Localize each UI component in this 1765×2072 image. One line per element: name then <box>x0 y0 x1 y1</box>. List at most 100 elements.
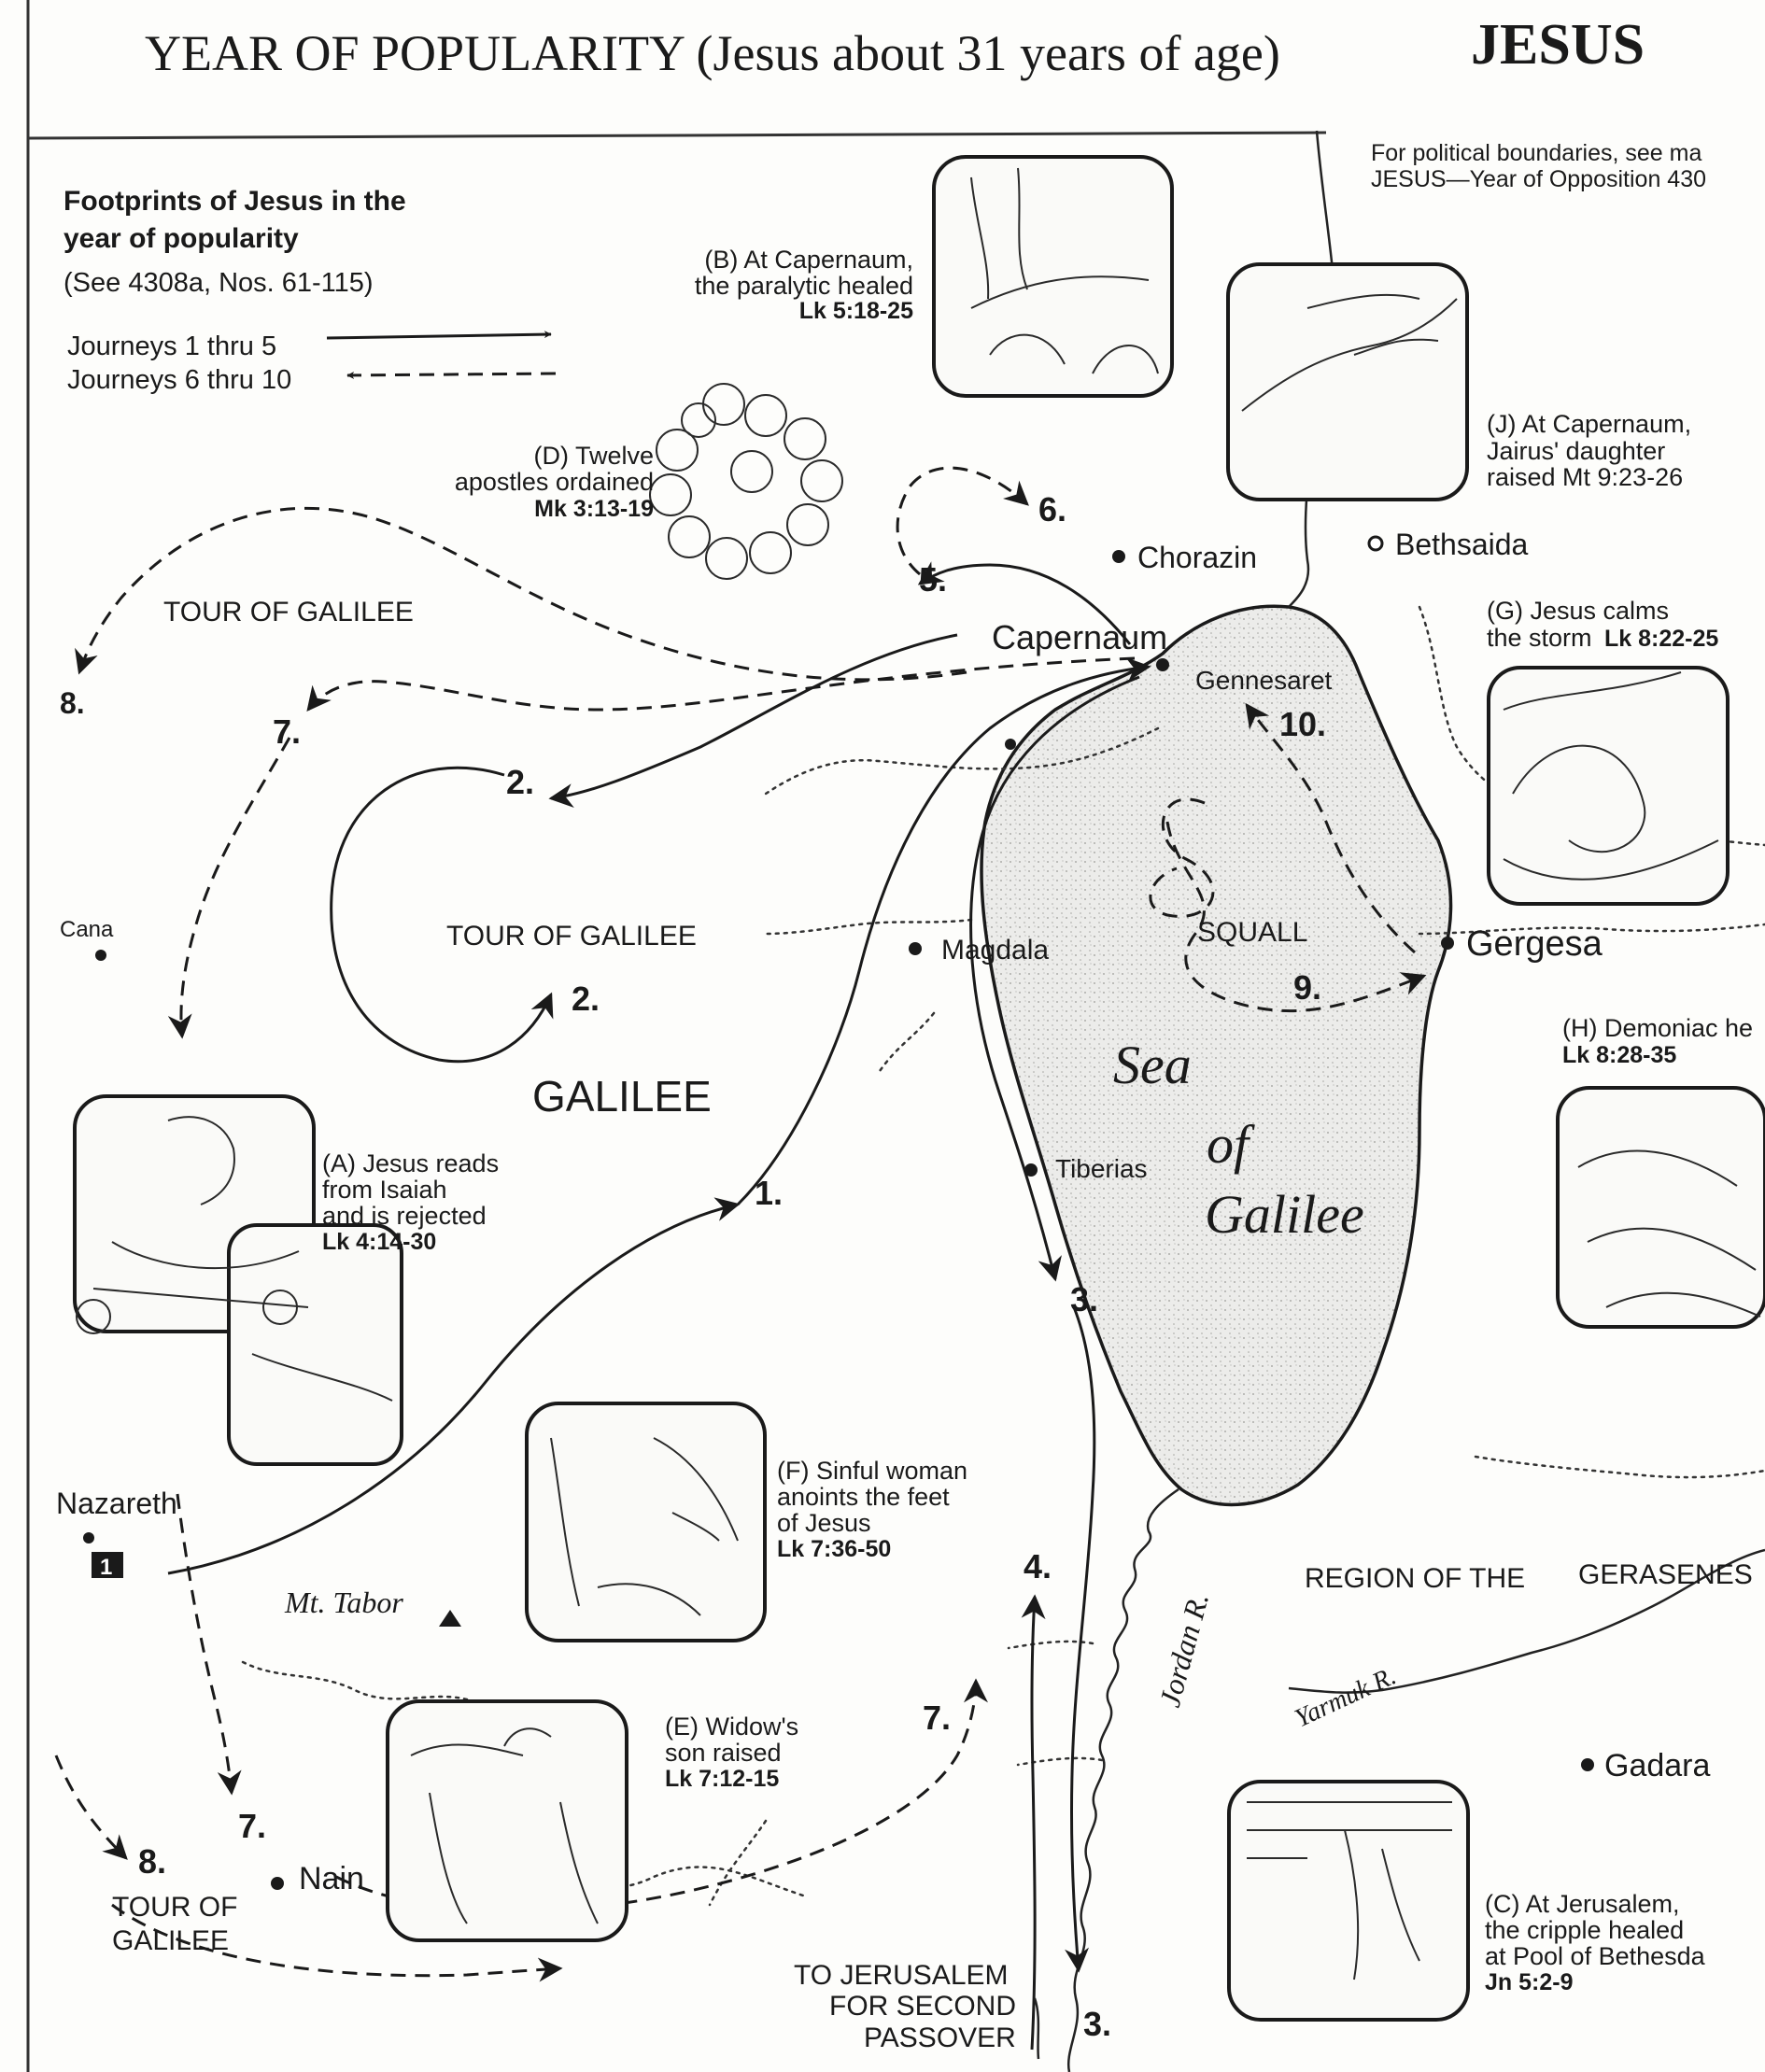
label-jerusalem-2: FOR SECOND <box>829 1991 1016 2022</box>
marker-magdala <box>909 942 922 955</box>
caption-h-1: (H) Demoniac he <box>1562 1014 1753 1042</box>
sea-of-galilee <box>980 604 1453 1507</box>
caption-a-1: (A) Jesus reads <box>322 1149 499 1177</box>
label-mt-tabor: Mt. Tabor <box>284 1586 403 1619</box>
illustration-e <box>386 1699 628 1942</box>
title-main: YEAR OF POPULARITY (Jesus about 31 years… <box>145 25 1280 81</box>
journey-9-route <box>1165 821 1427 1013</box>
label-tour-1: TOUR OF GALILEE <box>163 597 414 627</box>
route-number-10: 10. <box>1279 705 1326 743</box>
illustration-b <box>932 155 1174 398</box>
marker-nain <box>271 1877 284 1890</box>
caption-c-ref: Jn 5:2-9 <box>1485 1969 1573 1995</box>
marker-bethsaida <box>1367 535 1384 552</box>
marker-tiberias <box>1024 1163 1038 1177</box>
label-jerusalem-3: PASSOVER <box>864 2023 1016 2053</box>
route-numbers: 1. 2. 2. 3. 3. 4. 5. 6. 7. 7. 7. 8. 8. 9… <box>60 490 1326 2043</box>
caption-j-1: (J) At Capernaum, <box>1487 410 1691 438</box>
caption-f-3: of Jesus <box>777 1509 871 1537</box>
map-title: YEAR OF POPULARITY (Jesus about 31 years… <box>145 13 1645 81</box>
note-line-2: JESUS—Year of Opposition 430 <box>1371 166 1706 192</box>
caption-j-3: raised Mt 9:23-26 <box>1487 463 1683 491</box>
caption-c-2: the cripple healed <box>1485 1916 1684 1944</box>
label-sea-1: Sea <box>1113 1035 1192 1095</box>
label-sea-3: Galilee <box>1205 1184 1364 1245</box>
label-gerasenes-2: GERASENES <box>1578 1559 1753 1590</box>
caption-g-ref: Lk 8:22-25 <box>1604 626 1718 652</box>
caption-a-2: from Isaiah <box>322 1176 447 1204</box>
legend-solid-line <box>326 331 552 340</box>
caption-b-ref: Lk 5:18-25 <box>799 298 913 324</box>
caption-f-2: anoints the feet <box>777 1483 950 1511</box>
caption-j-2: Jairus' daughter <box>1487 437 1665 465</box>
route-number-3b: 3. <box>1083 2005 1111 2043</box>
caption-e-ref: Lk 7:12-15 <box>665 1766 779 1792</box>
jordan-river <box>1066 1487 1179 2072</box>
marker-cana <box>95 950 106 961</box>
marker-chorazin <box>1112 550 1125 563</box>
journey-4-route <box>1021 1594 1046 2051</box>
label-capernaum: Capernaum <box>992 618 1167 656</box>
route-number-4: 4. <box>1024 1547 1052 1586</box>
legend-heading-2: year of popularity <box>64 223 299 254</box>
route-number-2a: 2. <box>506 763 534 801</box>
journey-10-route <box>1245 702 1416 954</box>
marker-capernaum <box>1156 658 1169 671</box>
label-nazareth: Nazareth <box>56 1487 177 1520</box>
journey-6-route <box>896 466 1029 576</box>
marker-nazareth <box>83 1532 94 1543</box>
legend-dashed-label: Journeys 6 thru 10 <box>67 365 291 395</box>
route-number-3a: 3. <box>1070 1280 1098 1318</box>
place-markers: 1 <box>83 535 1594 1890</box>
journey-7-route <box>306 656 1136 712</box>
route-number-2b: 2. <box>572 980 600 1018</box>
label-sea-2: of <box>1207 1114 1255 1175</box>
label-nain: Nain <box>299 1861 364 1896</box>
label-tour-3-2: GALILEE <box>112 1925 229 1956</box>
start-marker <box>92 1552 123 1578</box>
label-bethsaida: Bethsaida <box>1395 528 1529 561</box>
caption-f-ref: Lk 7:36-50 <box>777 1536 891 1562</box>
marker-shore <box>1005 739 1016 750</box>
route-number-7c: 7. <box>923 1698 951 1737</box>
caption-f-1: (F) Sinful woman <box>777 1457 967 1485</box>
label-gennesaret: Gennesaret <box>1195 666 1333 695</box>
jerusalem-pointer <box>1033 1997 1040 2060</box>
caption-h-ref: Lk 8:28-35 <box>1562 1042 1676 1068</box>
caption-d-2: apostles ordained <box>455 468 654 496</box>
label-gergesa: Gergesa <box>1466 924 1603 964</box>
note-line-1: For political boundaries, see ma <box>1371 140 1701 166</box>
map-frame <box>26 0 1327 2072</box>
illustration-g <box>1487 666 1730 906</box>
label-cana: Cana <box>60 917 114 942</box>
label-chorazin: Chorazin <box>1137 541 1257 574</box>
illustration-f <box>525 1402 767 1642</box>
squall-swirl <box>1149 797 1215 918</box>
label-galilee: GALILEE <box>532 1072 712 1121</box>
route-number-5: 5. <box>919 560 947 599</box>
route-number-1: 1. <box>755 1174 783 1212</box>
caption-b-2: the paralytic healed <box>695 272 913 300</box>
caption-g-2: the storm <box>1487 624 1592 652</box>
caption-e-2: son raised <box>665 1739 782 1767</box>
route-number-6: 6. <box>1038 490 1066 529</box>
journey-1-route <box>167 1197 741 1575</box>
journey-8-route <box>75 506 967 682</box>
label-jordan: Jordan R. <box>1152 1589 1215 1711</box>
title-bold: JESUS <box>1471 13 1645 77</box>
illustration-c <box>1227 1780 1470 2022</box>
label-magdala: Magdala <box>941 935 1049 966</box>
caption-d-ref: Mk 3:13-19 <box>534 496 654 522</box>
caption-b-1: (B) At Capernaum, <box>704 246 913 274</box>
route-number-7a: 7. <box>273 712 301 751</box>
journey-2-route <box>548 633 958 808</box>
start-marker-label: 1 <box>100 1555 112 1580</box>
illustration-d <box>649 383 843 580</box>
label-jerusalem-1: TO JERUSALEM <box>794 1960 1009 1991</box>
legend-see: (See 4308a, Nos. 61-115) <box>64 268 374 298</box>
legend-heading-1: Footprints of Jesus in the <box>64 186 406 217</box>
caption-d-1: (D) Twelve <box>533 442 654 470</box>
marker-gergesa <box>1441 937 1454 950</box>
caption-g-1: (G) Jesus calms <box>1487 597 1669 625</box>
marker-gadara <box>1581 1758 1594 1771</box>
